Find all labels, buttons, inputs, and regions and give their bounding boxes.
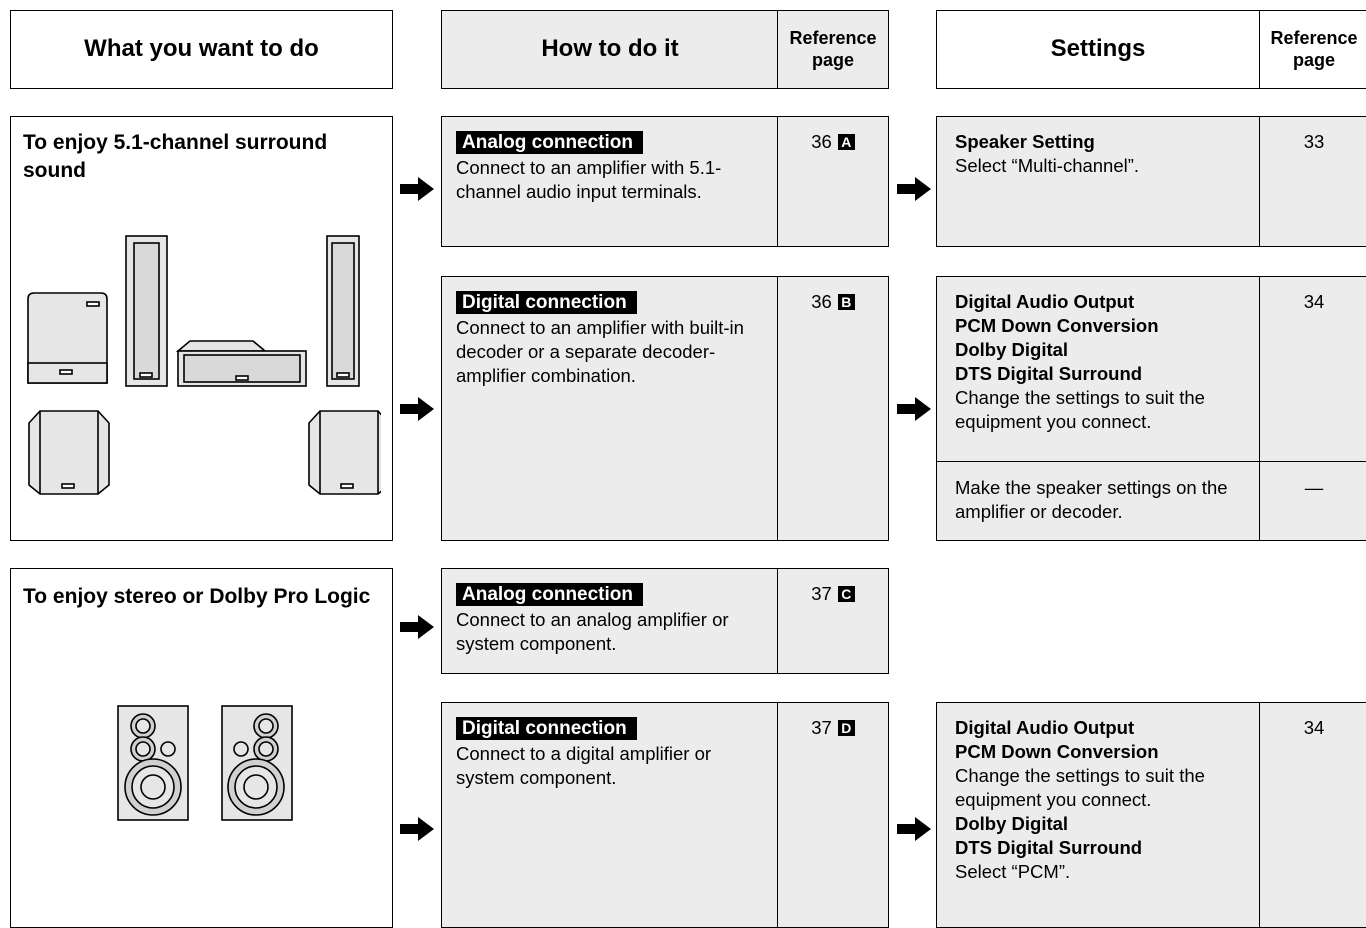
surround-digital-desc: Connect to an amplifier with built-in de… bbox=[456, 317, 744, 386]
stereo-panel: To enjoy stereo or Dolby Pro Logic bbox=[10, 568, 393, 928]
ref-number: 37 bbox=[811, 717, 832, 738]
header-what-you-want: What you want to do bbox=[10, 10, 393, 89]
surround-analog-cell: Analog connection Connect to an amplifie… bbox=[456, 130, 766, 204]
divider bbox=[1259, 703, 1260, 927]
surround-analog-box: Analog connection Connect to an amplifie… bbox=[441, 116, 889, 247]
surround-setting1-box: Speaker Setting Select “Multi-channel”. … bbox=[936, 116, 1366, 247]
setting2-cell: Digital Audio Output PCM Down Conversion… bbox=[955, 290, 1255, 434]
setting2-desc: Change the settings to suit the equipmen… bbox=[955, 387, 1205, 432]
stereo-analog-desc: Connect to an analog amplifier or system… bbox=[456, 609, 729, 654]
analog-connection-tag: Analog connection bbox=[456, 583, 643, 606]
arrow-icon bbox=[400, 177, 434, 201]
setting3-desc: Make the speaker settings on the amplifi… bbox=[955, 477, 1228, 522]
header-settings-label: Settings bbox=[1050, 35, 1146, 63]
header-settings: Settings bbox=[937, 11, 1259, 88]
surround-panel: To enjoy 5.1-channel surround sound bbox=[10, 116, 393, 541]
header-ref2-label: Reference page bbox=[1270, 27, 1358, 70]
setting2-ref: 34 bbox=[1303, 291, 1325, 312]
arrow-icon bbox=[400, 817, 434, 841]
surround-digital-box: Digital connection Connect to an amplifi… bbox=[441, 276, 889, 541]
analog-connection-tag: Analog connection bbox=[456, 131, 643, 154]
stereo-setting-desc2: Select “PCM”. bbox=[955, 861, 1071, 882]
stereo-speakers-illustration bbox=[117, 705, 293, 821]
digital-connection-tag: Digital connection bbox=[456, 291, 637, 314]
ref-number: 36 bbox=[811, 131, 832, 152]
stereo-title: To enjoy stereo or Dolby Pro Logic bbox=[23, 585, 371, 608]
ref-number: 37 bbox=[811, 583, 832, 604]
divider bbox=[1259, 11, 1260, 88]
stereo-analog-ref: 37 C bbox=[778, 582, 888, 606]
divider bbox=[1259, 277, 1260, 540]
ref-number: 36 bbox=[811, 291, 832, 312]
header-ref2: Reference page bbox=[1260, 11, 1366, 88]
speaker-setting-desc: Select “Multi-channel”. bbox=[955, 155, 1140, 176]
stereo-digital-box: Digital connection Connect to a digital … bbox=[441, 702, 889, 928]
divider bbox=[777, 117, 778, 246]
surround-digital-cell: Digital connection Connect to an amplifi… bbox=[456, 290, 771, 388]
divider bbox=[777, 11, 778, 88]
setting-line: Digital Audio Output bbox=[955, 717, 1135, 738]
arrow-icon bbox=[897, 177, 931, 201]
stereo-setting-box: Digital Audio Output PCM Down Conversion… bbox=[936, 702, 1366, 928]
divider bbox=[777, 569, 778, 673]
stereo-analog-box: Analog connection Connect to an analog a… bbox=[441, 568, 889, 674]
surround-analog-desc: Connect to an amplifier with 5.1-channel… bbox=[456, 157, 722, 202]
setting-line: Dolby Digital bbox=[955, 339, 1069, 360]
row-divider bbox=[937, 461, 1366, 462]
setting-line: PCM Down Conversion bbox=[955, 315, 1159, 336]
arrow-icon bbox=[897, 817, 931, 841]
divider bbox=[1259, 117, 1260, 246]
header-ref1-label: Reference page bbox=[789, 27, 877, 70]
header-ref1: Reference page bbox=[778, 11, 888, 88]
setting-line: Digital Audio Output bbox=[955, 291, 1135, 312]
header-how-box: How to do it Reference page bbox=[441, 10, 889, 89]
stereo-setting-cell: Digital Audio Output PCM Down Conversion… bbox=[955, 716, 1255, 884]
header-what-label: What you want to do bbox=[84, 35, 319, 63]
setting3-ref: — bbox=[1304, 477, 1324, 498]
digital-connection-tag: Digital connection bbox=[456, 717, 637, 740]
divider bbox=[777, 703, 778, 927]
surround-digital-ref: 36 B bbox=[778, 290, 888, 314]
stereo-setting-ref: 34 bbox=[1303, 717, 1325, 738]
ref-letter-badge: C bbox=[837, 586, 855, 602]
surround-analog-ref: 36 A bbox=[778, 130, 888, 154]
arrow-icon bbox=[897, 397, 931, 421]
surround-speakers-illustration bbox=[27, 235, 381, 495]
stereo-setting-desc1: Change the settings to suit the equipmen… bbox=[955, 765, 1205, 810]
setting1-ref: 33 bbox=[1303, 131, 1325, 152]
stereo-digital-ref: 37 D bbox=[778, 716, 888, 740]
setting-line: DTS Digital Surround bbox=[955, 363, 1143, 384]
stereo-digital-desc: Connect to a digital amplifier or system… bbox=[456, 743, 712, 788]
stereo-analog-cell: Analog connection Connect to an analog a… bbox=[456, 582, 766, 656]
header-how: How to do it bbox=[442, 11, 778, 88]
header-how-label: How to do it bbox=[541, 35, 679, 63]
stereo-digital-cell: Digital connection Connect to a digital … bbox=[456, 716, 771, 790]
speaker-setting-title: Speaker Setting bbox=[955, 131, 1095, 152]
surround-title: To enjoy 5.1-channel surround sound bbox=[23, 131, 328, 182]
setting-line: Dolby Digital bbox=[955, 813, 1069, 834]
setting-line: PCM Down Conversion bbox=[955, 741, 1159, 762]
divider bbox=[777, 277, 778, 540]
setting1-cell: Speaker Setting Select “Multi-channel”. bbox=[955, 130, 1255, 178]
surround-setting2-box: Digital Audio Output PCM Down Conversion… bbox=[936, 276, 1366, 541]
arrow-icon bbox=[400, 397, 434, 421]
header-settings-box: Settings Reference page bbox=[936, 10, 1366, 89]
ref-letter-badge: A bbox=[837, 134, 855, 150]
ref-letter-badge: D bbox=[837, 720, 855, 736]
ref-letter-badge: B bbox=[837, 294, 855, 310]
arrow-icon bbox=[400, 615, 434, 639]
setting-line: DTS Digital Surround bbox=[955, 837, 1143, 858]
